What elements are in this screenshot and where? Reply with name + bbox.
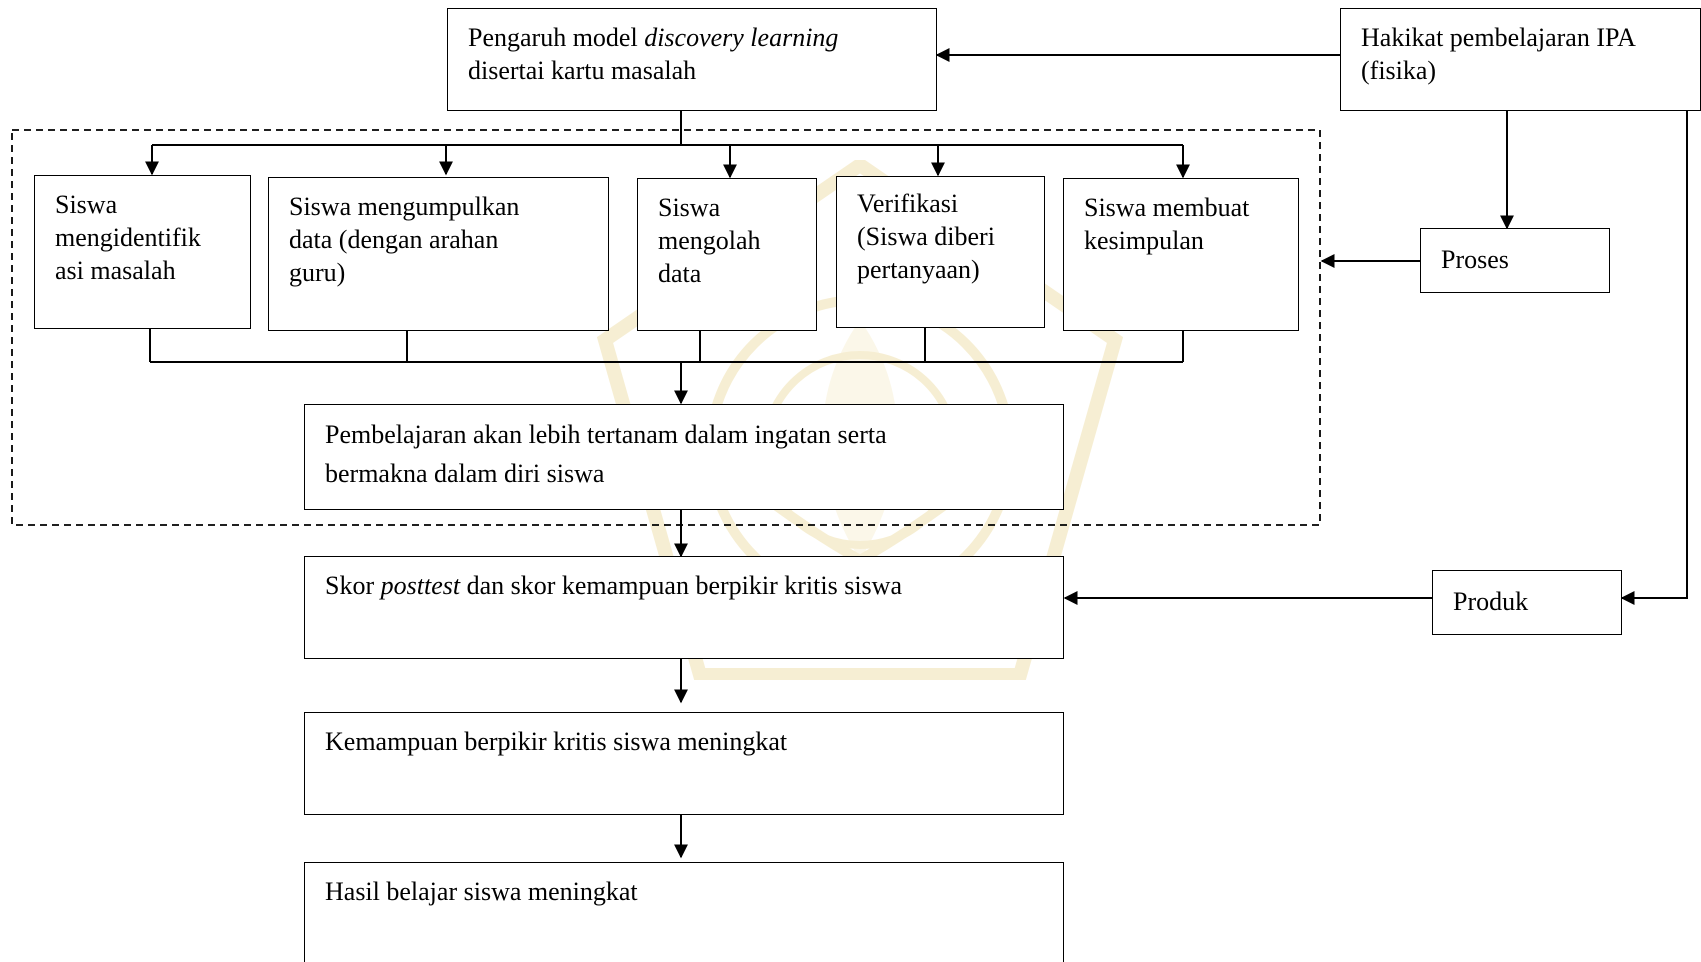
box-hasil: Hasil belajar siswa meningkat xyxy=(304,862,1064,962)
step1-text-line2: mengidentifik xyxy=(55,223,201,252)
box-hakikat: Hakikat pembelajaran IPA (fisika) xyxy=(1340,8,1701,111)
step4-text-line2: (Siswa diberi xyxy=(857,222,995,251)
skor-text-italic: posttest xyxy=(380,571,461,600)
box-pengaruh: Pengaruh model discovery learning disert… xyxy=(447,8,937,111)
box-kemampuan: Kemampuan berpikir kritis siswa meningka… xyxy=(304,712,1064,815)
step2-text-line2: data (dengan arahan xyxy=(289,225,499,254)
box-skor: Skor posttest dan skor kemampuan berpiki… xyxy=(304,556,1064,659)
process-group-frame xyxy=(11,129,1321,526)
pengaruh-text-italic: discovery learning xyxy=(644,23,839,52)
skor-text-post: dan skor kemampuan berpikir kritis siswa xyxy=(460,571,902,600)
box-step1: Siswa mengidentifik asi masalah xyxy=(34,175,251,329)
hasil-text: Hasil belajar siswa meningkat xyxy=(325,877,638,906)
box-step2: Siswa mengumpulkan data (dengan arahan g… xyxy=(268,177,609,331)
produk-text: Produk xyxy=(1453,587,1529,616)
step4-text-line3: pertanyaan) xyxy=(857,255,980,284)
proses-text: Proses xyxy=(1441,245,1509,274)
step5-text-line1: Siswa membuat xyxy=(1084,193,1250,222)
step1-text-line3: asi masalah xyxy=(55,256,176,285)
pengaruh-text-line2: disertai kartu masalah xyxy=(468,56,697,85)
arrow-hakikat-to-produk xyxy=(1620,111,1688,605)
step3-text-line2: mengolah xyxy=(658,226,761,255)
step2-text-line3: guru) xyxy=(289,258,346,287)
box-proses: Proses xyxy=(1420,228,1610,293)
box-produk: Produk xyxy=(1432,570,1622,635)
step1-text-line1: Siswa xyxy=(55,190,118,219)
hakikat-text-line1: Hakikat pembelajaran IPA xyxy=(1361,23,1636,52)
box-step3: Siswa mengolah data xyxy=(637,178,817,331)
box-step4: Verifikasi (Siswa diberi pertanyaan) xyxy=(836,176,1045,328)
pengaruh-text-pre: Pengaruh model xyxy=(468,23,645,52)
pembelajaran-text-line2: bermakna dalam diri siswa xyxy=(325,459,605,488)
step4-text-line1: Verifikasi xyxy=(857,189,959,218)
step3-text-line3: data xyxy=(658,259,702,288)
step2-text-line1: Siswa mengumpulkan xyxy=(289,192,520,221)
kemampuan-text: Kemampuan berpikir kritis siswa meningka… xyxy=(325,727,788,756)
hakikat-text-line2: (fisika) xyxy=(1361,56,1437,85)
box-pembelajaran: Pembelajaran akan lebih tertanam dalam i… xyxy=(304,404,1064,510)
skor-text-pre: Skor xyxy=(325,571,381,600)
pembelajaran-text-line1: Pembelajaran akan lebih tertanam dalam i… xyxy=(325,420,887,449)
step5-text-line2: kesimpulan xyxy=(1084,226,1204,255)
box-step5: Siswa membuat kesimpulan xyxy=(1063,178,1299,331)
step3-text-line1: Siswa xyxy=(658,193,721,222)
